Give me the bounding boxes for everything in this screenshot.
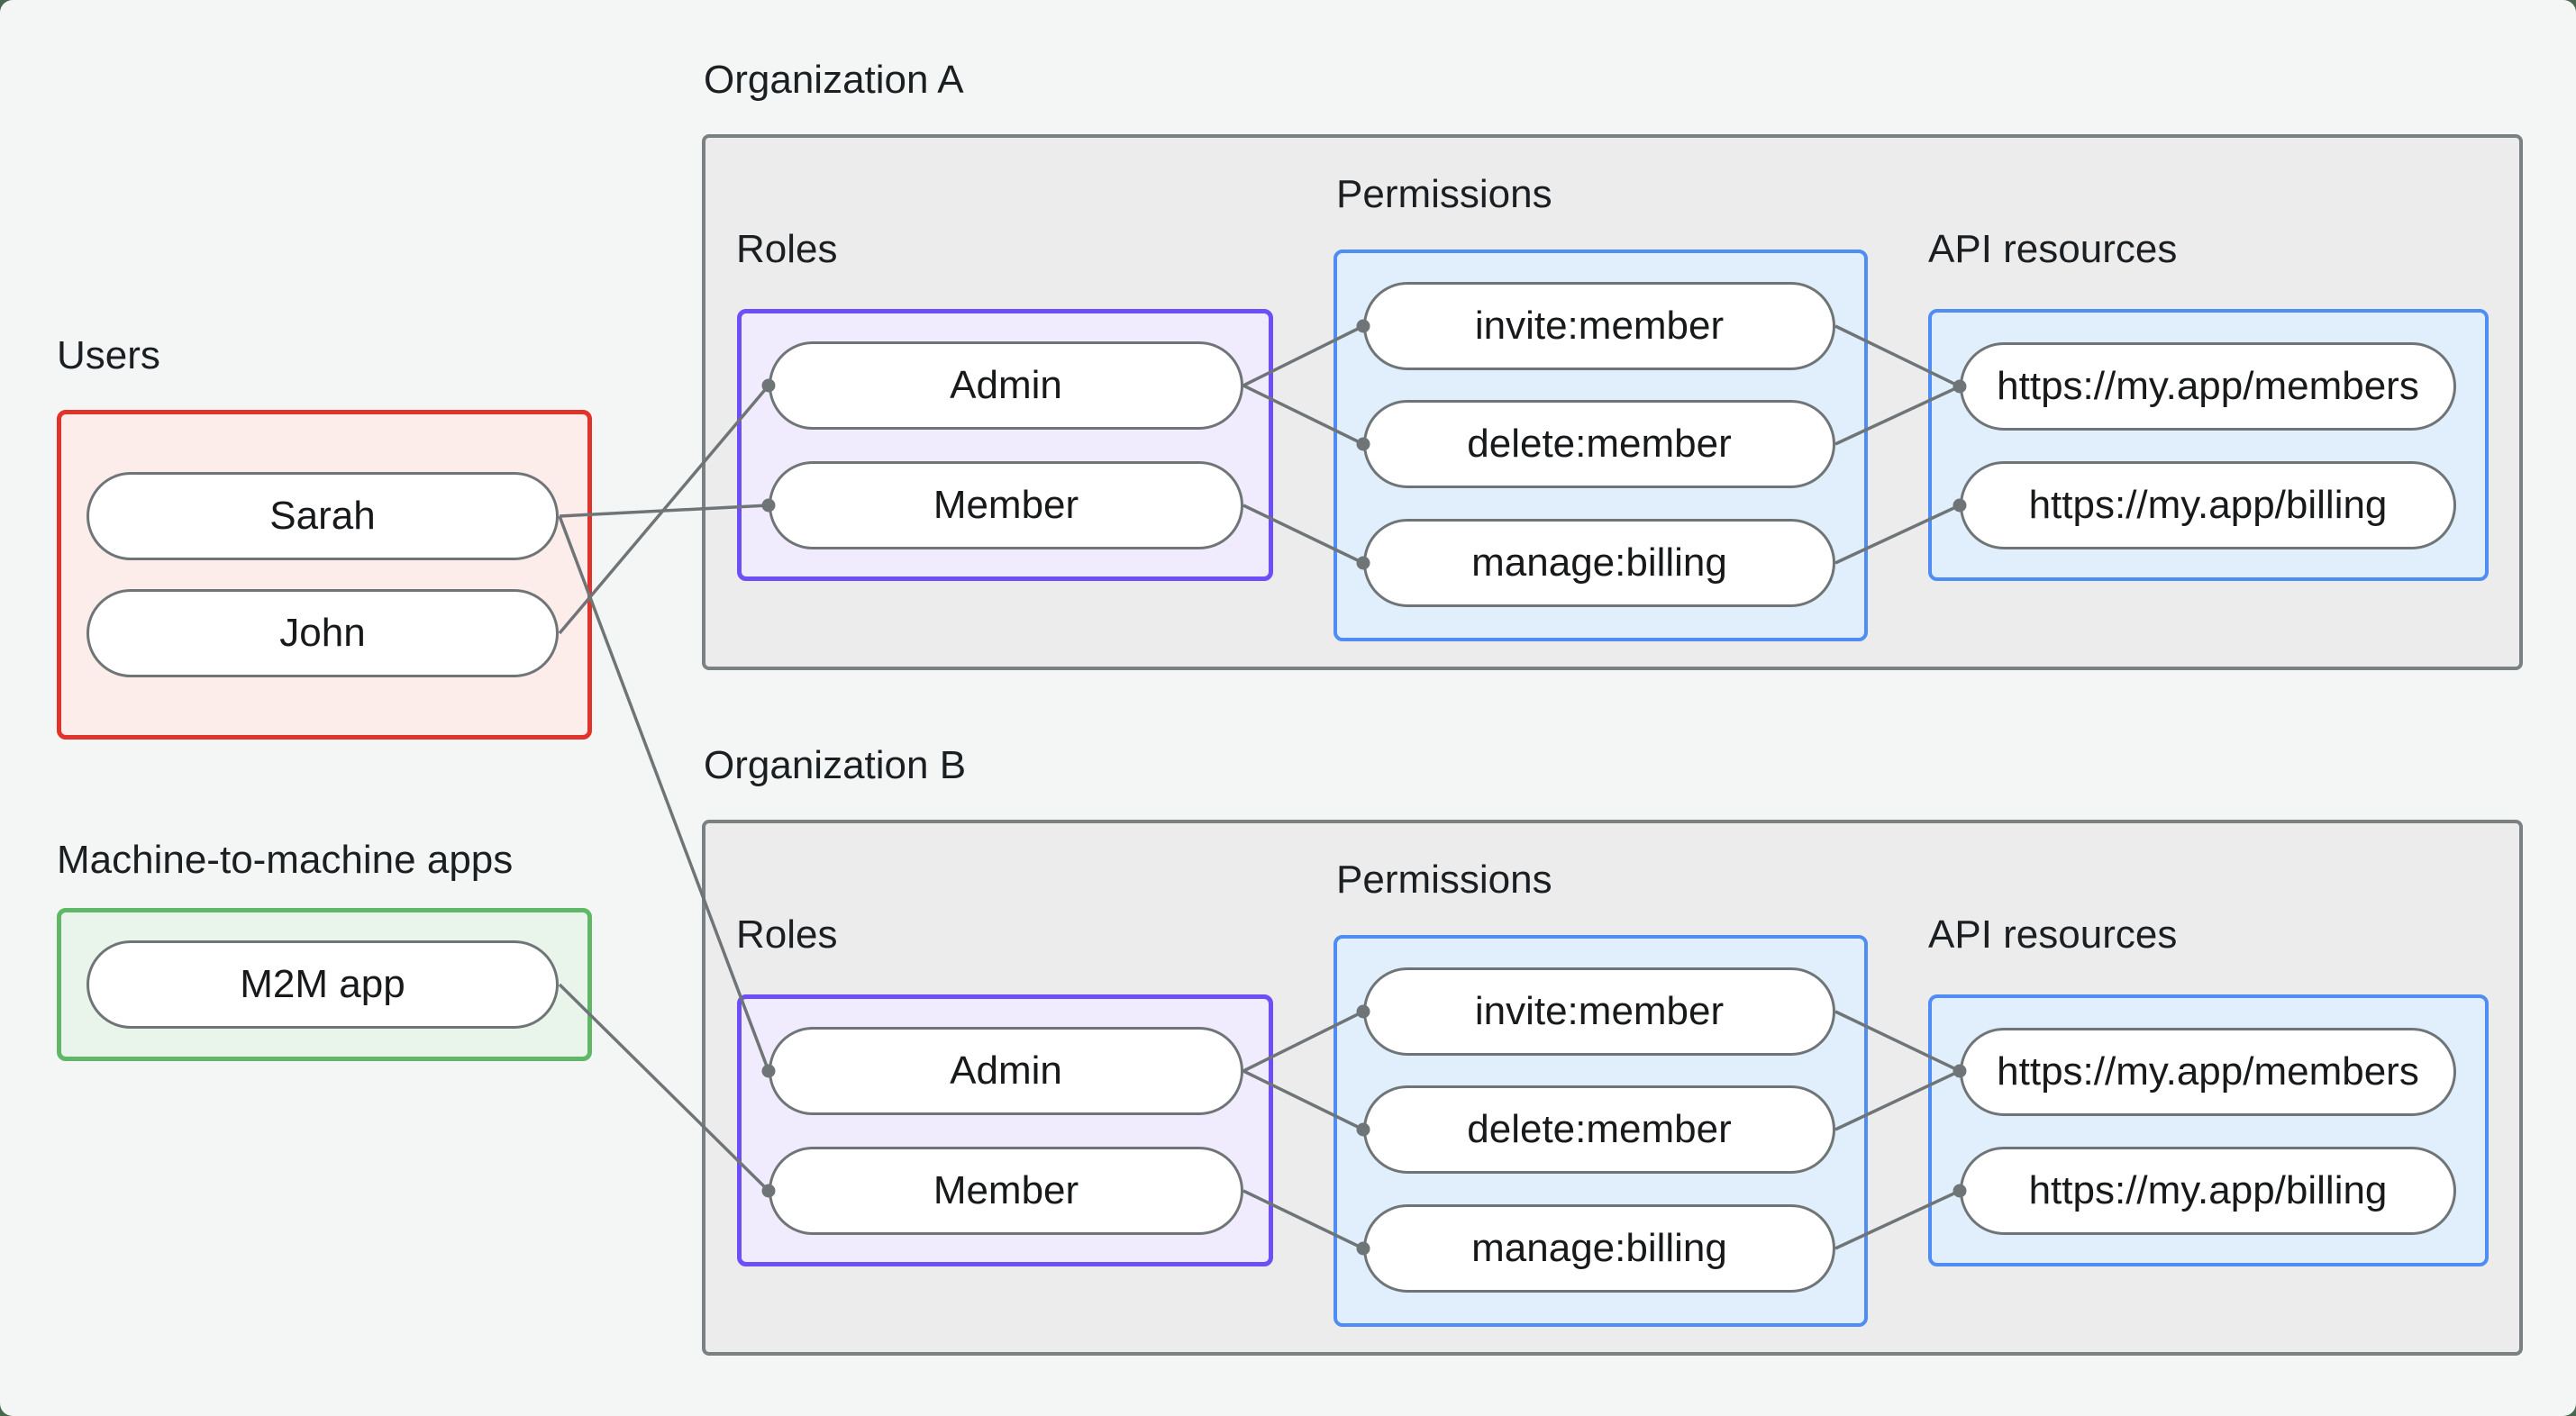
node-org-b-perm-manage-billing: manage:billing bbox=[1363, 1204, 1835, 1293]
node-org-a-perm-invite-member: invite:member bbox=[1363, 282, 1835, 370]
node-org-b-perm-invite-member: invite:member bbox=[1363, 967, 1835, 1056]
m2m-group-title: Machine-to-machine apps bbox=[57, 838, 514, 882]
node-user-john: John bbox=[86, 589, 559, 677]
org-a-permissions-label: Permissions bbox=[1336, 172, 1552, 216]
org-a-api-resources-label: API resources bbox=[1928, 227, 2178, 271]
users-group-title: Users bbox=[57, 333, 160, 377]
node-org-a-role-admin: Admin bbox=[769, 341, 1243, 430]
org-b-api-resources-label: API resources bbox=[1928, 912, 2178, 957]
node-org-a-role-member: Member bbox=[769, 461, 1243, 549]
node-m2m-app: M2M app bbox=[86, 940, 559, 1029]
node-org-b-role-member: Member bbox=[769, 1147, 1243, 1235]
node-org-b-api-billing: https://my.app/billing bbox=[1960, 1147, 2456, 1235]
org-b-roles-label: Roles bbox=[736, 912, 838, 957]
node-org-b-api-members: https://my.app/members bbox=[1960, 1028, 2456, 1116]
org-b-title: Organization B bbox=[704, 743, 967, 787]
users-group-box bbox=[57, 410, 592, 740]
node-org-b-perm-delete-member: delete:member bbox=[1363, 1085, 1835, 1174]
node-org-a-perm-manage-billing: manage:billing bbox=[1363, 519, 1835, 607]
node-user-sarah: Sarah bbox=[86, 472, 559, 560]
org-a-title: Organization A bbox=[704, 58, 964, 102]
node-org-a-perm-delete-member: delete:member bbox=[1363, 400, 1835, 488]
node-org-b-role-admin: Admin bbox=[769, 1027, 1243, 1115]
org-b-permissions-label: Permissions bbox=[1336, 858, 1552, 902]
node-org-a-api-members: https://my.app/members bbox=[1960, 342, 2456, 431]
org-a-roles-label: Roles bbox=[736, 227, 838, 271]
node-org-a-api-billing: https://my.app/billing bbox=[1960, 461, 2456, 549]
